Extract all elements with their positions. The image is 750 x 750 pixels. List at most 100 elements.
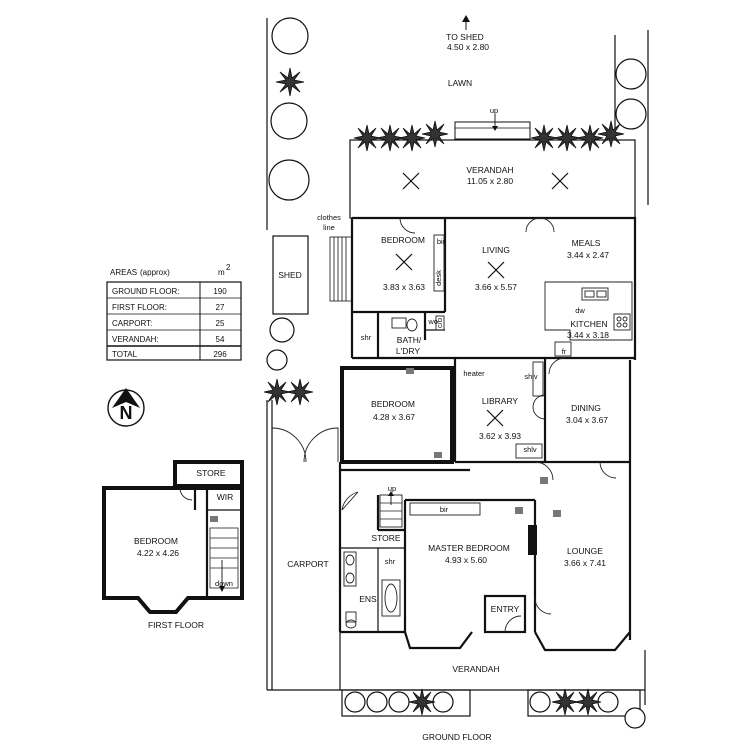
- wall-fixture: [515, 507, 523, 514]
- door-swing: [504, 615, 522, 633]
- desk-label: desk: [434, 270, 443, 286]
- verandah-top-dims: 11.05 x 2.80: [467, 176, 513, 186]
- area-row-value: 27: [216, 303, 225, 312]
- area-row-name: CARPORT:: [112, 319, 152, 328]
- store-gf-label: STORE: [371, 533, 400, 543]
- area-row-name: VERANDAH:: [112, 335, 159, 344]
- bir1-label: bir: [437, 237, 446, 246]
- master-dims: 4.93 x 5.60: [445, 555, 487, 565]
- first-floor-label: FIRST FLOOR: [148, 620, 204, 630]
- wc-label: wc: [427, 317, 437, 326]
- door-swing: [539, 217, 555, 233]
- areas-unit: m: [218, 268, 225, 277]
- carport-label: CARPORT: [287, 559, 328, 569]
- master-label: MASTER BEDROOM: [428, 543, 510, 553]
- verandah-bottom-label: VERANDAH: [452, 664, 499, 674]
- shelving: [515, 443, 543, 459]
- areas-title: AREAS: [110, 268, 137, 277]
- area-row-name: GROUND FLOOR:: [112, 287, 180, 296]
- built-in-robe: [409, 502, 481, 516]
- up-top-label: up: [490, 106, 498, 115]
- rear-steps: [454, 114, 531, 140]
- lounge-label: LOUNGE: [567, 546, 603, 556]
- ceiling-fan-icon: [402, 172, 420, 190]
- door-swing: [548, 357, 566, 375]
- garden-bed: [341, 689, 471, 717]
- shlv1-label: shlv: [524, 372, 538, 381]
- ceiling-fan-icon: [395, 253, 413, 271]
- up-mid-label: up: [388, 484, 396, 493]
- kitchen-label: KITCHEN: [570, 319, 607, 329]
- door-leaf: [341, 491, 359, 511]
- dining-dims: 3.04 x 3.67: [566, 415, 608, 425]
- north-label: N: [120, 403, 133, 423]
- bathroom-fixtures: [391, 315, 445, 332]
- library-dims: 3.62 x 3.93: [479, 431, 521, 441]
- lounge-dims: 3.66 x 7.41: [564, 558, 606, 568]
- wir-label: WIR: [217, 492, 234, 502]
- kitchen-bench: [544, 281, 633, 357]
- areas-title-note: (approx): [140, 268, 170, 277]
- wall-fixture: [540, 477, 548, 484]
- built-in-robe: [433, 234, 445, 292]
- door-swing: [532, 394, 546, 408]
- ground-floor-label: GROUND FLOOR: [422, 732, 491, 742]
- entry-label: ENTRY: [491, 604, 520, 614]
- fr-label: fr: [562, 347, 567, 356]
- down-label: down: [215, 579, 233, 588]
- wall-fixture: [434, 452, 442, 458]
- areas-table: AREAS (approx) m 2 GROUND FLOOR: 190 FIR…: [106, 263, 242, 361]
- bedroom-ff-label: BEDROOM: [134, 536, 178, 546]
- bedroom1-label: BEDROOM: [381, 235, 425, 245]
- ensuite-fixtures: [343, 551, 401, 629]
- wall-fixture: [406, 368, 414, 374]
- areas-unit-exp: 2: [226, 263, 231, 272]
- to-shed-label: TO SHED: [446, 32, 484, 42]
- north-arrow-icon: N: [107, 388, 145, 427]
- shed: [272, 235, 309, 315]
- dining-label: DINING: [571, 403, 601, 413]
- wall-fixture: [553, 510, 561, 517]
- ceiling-fan-icon: [486, 409, 504, 427]
- meals-label: MEALS: [572, 238, 601, 248]
- area-row-value: 25: [216, 319, 225, 328]
- shr1-label: shr: [361, 333, 372, 342]
- bath-label-1: BATH/: [397, 335, 422, 345]
- bedroom1-dims: 3.83 x 3.63: [383, 282, 425, 292]
- door-swing: [534, 597, 552, 615]
- heater-label: heater: [463, 369, 485, 378]
- palm-shrubs: [263, 67, 625, 716]
- garden-bed: [527, 689, 641, 717]
- library-label: LIBRARY: [482, 396, 519, 406]
- to-shed-dims: 4.50 x 2.80: [447, 42, 489, 52]
- carport-gates: [271, 427, 339, 463]
- ens-label: ENS: [359, 594, 377, 604]
- area-total-label: TOTAL: [112, 350, 138, 359]
- area-row-value: 190: [213, 287, 227, 296]
- bedroom2-dims: 4.28 x 3.67: [373, 412, 415, 422]
- bedroom2-label: BEDROOM: [371, 399, 415, 409]
- verandah-top-label: VERANDAH: [466, 165, 513, 175]
- door-swing: [534, 461, 554, 481]
- lawn-label: LAWN: [448, 78, 472, 88]
- clothes-line-label-1: clothes: [317, 213, 341, 222]
- living-label: LIVING: [482, 245, 510, 255]
- area-row-name: FIRST FLOOR:: [112, 303, 167, 312]
- bir2-label: bir: [440, 505, 449, 514]
- door-swing: [532, 406, 546, 420]
- bedroom-ff-dims: 4.22 x 4.26: [137, 548, 179, 558]
- cb-label: c/b: [435, 318, 444, 328]
- kitchen-dims: 3.44 x 3.18: [567, 330, 609, 340]
- door-swing: [341, 491, 359, 511]
- ceiling-fan-icon: [487, 261, 505, 279]
- shed-label: SHED: [278, 270, 302, 280]
- house-walls: [338, 216, 637, 652]
- shelving: [532, 361, 544, 397]
- shlv2-label: shlv: [523, 445, 537, 454]
- door-swing: [525, 217, 541, 233]
- site-boundary: [266, 18, 649, 705]
- up-arrow-icon: [462, 15, 470, 30]
- trees: [266, 17, 647, 729]
- door-swing: [599, 461, 617, 479]
